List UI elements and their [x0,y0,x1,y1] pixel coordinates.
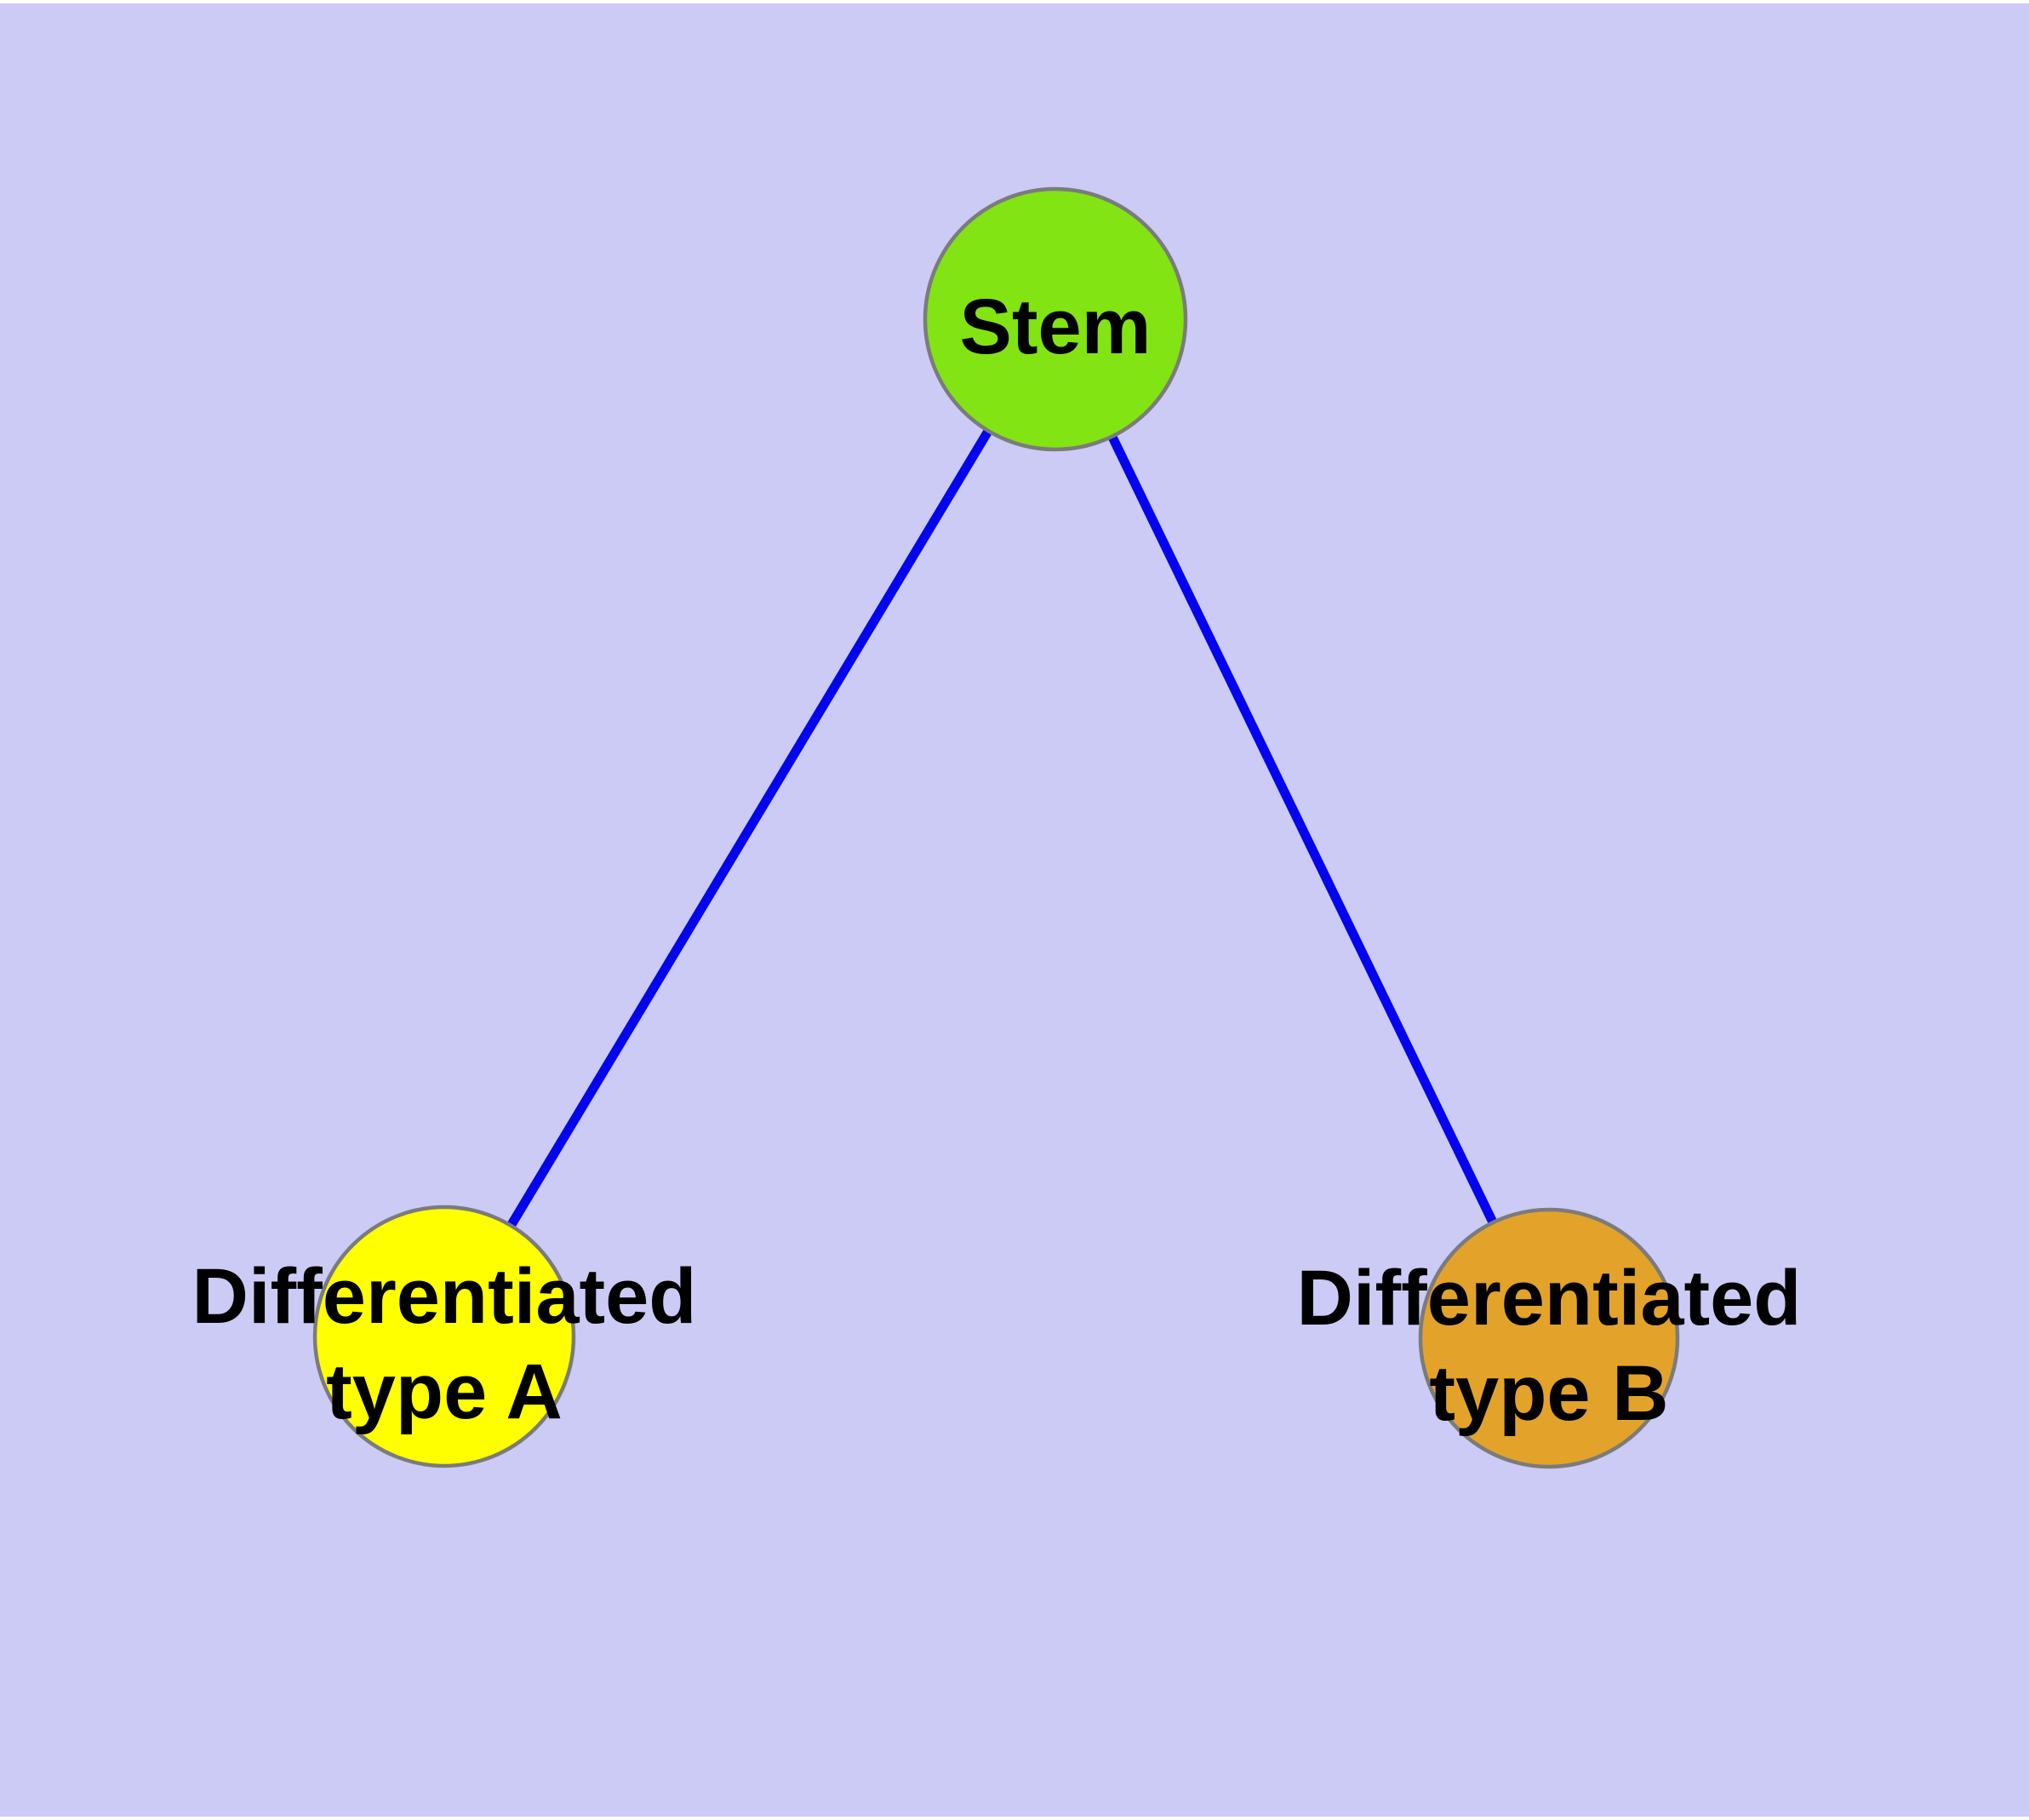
node-label-line: Differentiated [192,1253,697,1340]
edge-layer [440,317,1553,1341]
node-circle-stem [923,186,1188,452]
node-label-stem: Stem [960,283,1152,370]
node-label-line: Stem [960,283,1152,370]
node-circle-differentiated-type-b [1418,1207,1680,1469]
node-label-line: type A [326,1348,563,1435]
node-label-line: type B [1429,1350,1668,1437]
node-circle-differentiated-type-a [312,1205,576,1468]
edge-stem-differentiated-type-a [440,317,1060,1339]
node-label-line: Differentiated [1297,1255,1802,1342]
edge-stem-differentiated-type-b [1051,317,1553,1341]
node-stem: Stem [923,186,1188,452]
